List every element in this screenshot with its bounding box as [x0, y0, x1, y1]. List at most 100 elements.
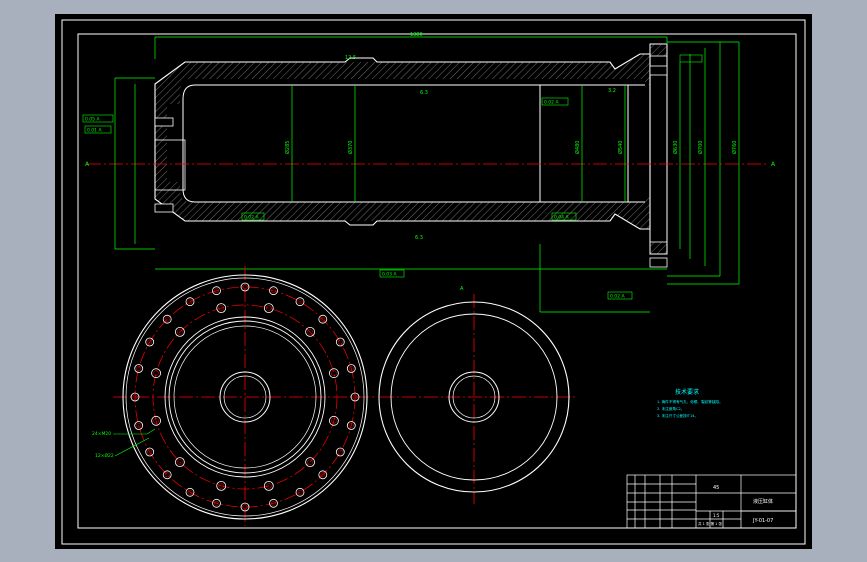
bolt-circle-outer [134, 286, 356, 508]
callout-text-2: 12×Ø22 [95, 452, 114, 459]
inner-bolt-hole-inner [218, 305, 224, 311]
inner-bolt-hole [175, 326, 185, 337]
material-text: 45 [713, 485, 719, 491]
outer-border [61, 19, 806, 545]
end-bore [448, 371, 500, 423]
section-view: A A [82, 32, 776, 313]
inner-bolt-hole [175, 457, 185, 468]
inner-bolt-hole [263, 303, 274, 314]
svg-text:3.2: 3.2 [608, 88, 616, 94]
svg-text:Ø630: Ø630 [672, 141, 679, 154]
outer-bolt-hole-inner [352, 394, 358, 400]
flange-view: 24×M20 12×Ø22 [92, 266, 377, 526]
inner-bolt-hole-inner [307, 459, 313, 465]
title-block-texts: 45 液压缸体 JY-01-07 1:5 共 1 张 第 1 张 [698, 485, 773, 526]
inner-bolt-hole [216, 480, 227, 491]
outer-bolt-hole [269, 498, 278, 508]
dimension-texts: 1380 Ø285 Ø370 Ø480 Ø540 Ø630 Ø700 Ø760 … [284, 32, 738, 241]
flange-center-bore [219, 371, 271, 423]
svg-text:Ø480: Ø480 [574, 141, 581, 154]
inner-bolt-hole-inner [177, 459, 183, 465]
end-bore [154, 139, 186, 191]
flange-step-3 [173, 325, 317, 469]
callout-text-1: 24×M20 [92, 431, 111, 437]
svg-text:0.03 A: 0.03 A [382, 272, 397, 278]
notes-title: 技术要求 [675, 388, 699, 396]
flange-center-bore-2 [223, 375, 267, 419]
inner-bolt-hole [263, 480, 274, 491]
outer-bolt-hole [185, 297, 195, 307]
inner-bolt-hole-inner [331, 418, 337, 424]
drawing-name-text: 液压缸体 [753, 498, 773, 505]
svg-text:0.05 A: 0.05 A [85, 117, 100, 123]
outer-bolt-hole [212, 498, 221, 508]
svg-text:1380: 1380 [410, 32, 423, 38]
svg-text:Ø540: Ø540 [617, 141, 624, 154]
inner-bolt-hole-inner [153, 418, 159, 424]
outer-bolt-hole-inner [132, 394, 138, 400]
outer-bolt-hole [212, 286, 221, 296]
outer-bolt-hole [145, 337, 155, 347]
svg-text:6.3: 6.3 [415, 235, 423, 241]
inner-bolt-hole-inner [177, 329, 183, 335]
sheet-info-text: 共 1 张 第 1 张 [698, 521, 723, 526]
outer-bolt-hole [240, 282, 250, 292]
outer-bolt-holes [130, 282, 360, 512]
title-block [626, 474, 797, 529]
inner-bolt-hole-inner [218, 483, 224, 489]
outer-bolt-hole-inner [164, 316, 170, 322]
technical-notes: 技术要求 1. 铸件不得有气孔、砂眼、裂纹等缺陷。 2. 未注倒角C2。 3. … [657, 388, 723, 418]
outer-bolt-hole [346, 421, 356, 430]
outer-bolt-hole-inner [214, 288, 219, 294]
notes-line-2: 2. 未注倒角C2。 [657, 406, 684, 411]
outer-bolt-hole-inner [348, 423, 354, 428]
port-hole-top [154, 117, 174, 127]
inner-border [77, 33, 797, 529]
outer-bolt-hole [335, 337, 345, 347]
notes-line-3: 3. 未注尺寸公差按IT14。 [657, 413, 698, 418]
svg-text:12.5: 12.5 [345, 55, 356, 61]
port-hole-bottom [154, 203, 174, 213]
outer-bolt-hole [295, 487, 305, 497]
outer-bolt-hole-inner [337, 339, 343, 345]
flange-hatch-top [649, 43, 668, 57]
inner-bolt-hole [328, 415, 339, 426]
callout-leader-1b [146, 428, 156, 435]
section-mark-left: A [85, 161, 90, 168]
drawing-number-text: JY-01-07 [752, 518, 773, 524]
outer-bolt-hole [269, 286, 278, 296]
section-mark-right: A [771, 161, 776, 168]
outer-bolt-hole-inner [337, 449, 343, 455]
outer-bolt-hole [130, 392, 140, 402]
engineering-drawing: A A [61, 19, 806, 545]
svg-text:0.02 A: 0.02 A [544, 100, 559, 106]
inner-bolt-hole-inner [266, 305, 272, 311]
outer-bolt-hole-inner [348, 366, 354, 371]
svg-text:0.02 A: 0.02 A [244, 215, 259, 221]
outer-bolt-hole-inner [297, 489, 303, 495]
end-view: A [378, 286, 578, 504]
outer-bolt-hole [145, 447, 155, 457]
outer-bolt-hole [134, 364, 144, 373]
svg-text:Ø700: Ø700 [697, 141, 704, 154]
svg-text:Ø760: Ø760 [731, 141, 738, 154]
outer-bolt-hole [318, 470, 328, 480]
scale-text: 1:5 [713, 513, 720, 518]
notes-line-1: 1. 铸件不得有气孔、砂眼、裂纹等缺陷。 [657, 399, 723, 404]
outer-bolt-hole-inner [320, 472, 326, 478]
outer-bolt-hole-inner [136, 366, 142, 371]
inner-bolt-hole-inner [331, 370, 337, 376]
end-view-label: A [460, 286, 464, 292]
outer-bolt-hole-inner [164, 472, 170, 478]
inner-bolt-hole [216, 303, 227, 314]
right-flange [649, 43, 668, 255]
inner-bolt-holes [151, 303, 339, 491]
flange-step-2 [168, 320, 322, 474]
outer-bolt-hole-inner [147, 449, 153, 455]
end-bore-2 [452, 375, 496, 419]
outer-bolt-hole [295, 297, 305, 307]
outer-bolt-hole [240, 502, 250, 512]
end-step [390, 313, 558, 481]
outer-bolt-hole-inner [187, 299, 193, 305]
